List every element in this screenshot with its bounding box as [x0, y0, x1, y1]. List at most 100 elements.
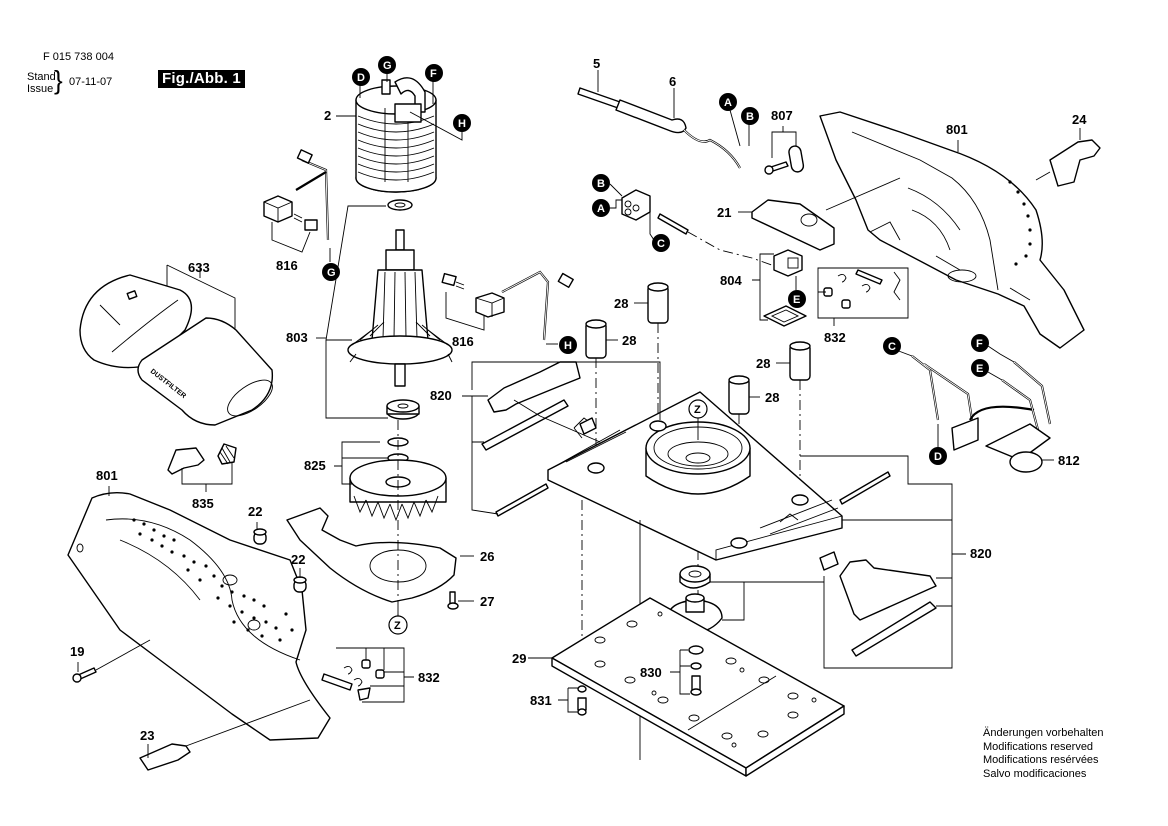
modifications-notice: Änderungen vorbehalten Modifications res…	[983, 727, 1103, 781]
stator-part-2[interactable]	[355, 77, 437, 193]
leader-elec-f	[987, 345, 1015, 363]
screw-set-part-832-left[interactable]	[321, 659, 385, 701]
terminal-block[interactable]	[621, 189, 689, 235]
marker-f-elec	[971, 334, 989, 352]
marker-b-cable-text: B	[746, 111, 754, 123]
marker-e-elec	[971, 359, 989, 377]
part-label-835: 835	[192, 496, 214, 511]
base-plate-assembly[interactable]	[547, 391, 843, 571]
guide-bracket-part-820-left[interactable]	[481, 361, 601, 451]
screw-set-part-830[interactable]	[688, 645, 704, 696]
axis-19	[95, 639, 151, 671]
part-label-27: 27	[480, 594, 494, 609]
switch-part-804[interactable]	[763, 249, 807, 327]
housing-left-part-801[interactable]	[67, 491, 331, 741]
marker-c-cap	[883, 337, 901, 355]
brace-symbol: }	[54, 65, 63, 95]
marker-c-terminal-text: C	[657, 238, 665, 250]
part-label-801-left: 801	[96, 468, 118, 483]
leader-cable-a	[729, 109, 741, 147]
part-label-28c: 28	[756, 356, 770, 371]
marker-a-cable-text: A	[724, 97, 732, 109]
part-label-832-left: 832	[418, 670, 440, 685]
switch-cover-part-21[interactable]	[751, 199, 835, 251]
grip-part-24[interactable]	[1049, 139, 1101, 187]
marker-d-cap-text: D	[934, 451, 942, 463]
bushing-part-28a[interactable]	[647, 282, 669, 324]
marker-h-stator	[453, 114, 471, 132]
spring-clip-part-835[interactable]	[167, 443, 237, 475]
leader-terminal-b	[609, 183, 623, 197]
marker-b-terminal	[592, 174, 610, 192]
leader-stator-h	[409, 111, 463, 141]
fan-cover-plate[interactable]	[286, 507, 457, 603]
marker-g-brush-text: G	[327, 267, 336, 279]
bracket-part-23[interactable]	[139, 743, 191, 771]
marker-d-stator-text: D	[357, 72, 365, 84]
brush-holder-right-816[interactable]	[441, 270, 574, 341]
leader-831	[558, 687, 578, 713]
notice-line-en: Modifications reserved	[983, 740, 1094, 753]
part-label-22a: 22	[248, 504, 262, 519]
housing-right-part-801[interactable]	[819, 111, 1085, 349]
marker-g-stator-text: G	[383, 60, 392, 72]
screw-set-part-831[interactable]	[577, 685, 587, 716]
part-label-820-left: 820	[430, 388, 452, 403]
electronics-part-812[interactable]	[911, 355, 1052, 473]
part-label-22b: 22	[291, 552, 305, 567]
leader-bearing	[710, 581, 824, 621]
screw-set-part-832-right[interactable]	[823, 269, 901, 309]
marker-b-terminal-text: B	[597, 178, 605, 190]
notice-line-de: Änderungen vorbehalten	[983, 727, 1104, 739]
cable-sleeve-part-6[interactable]	[615, 99, 741, 169]
armature-part-803[interactable]	[347, 199, 453, 420]
part-label-820-right: 820	[970, 546, 992, 561]
part-label-816-right: 816	[452, 334, 474, 349]
bushing-part-22b[interactable]	[293, 576, 307, 593]
axis-801-right	[825, 177, 901, 211]
bushing-part-28d[interactable]	[728, 375, 750, 415]
part-label-28d: 28	[765, 390, 779, 405]
leader-820-left	[462, 395, 499, 515]
dust-filter-part-633[interactable]: DUSTFILTER	[79, 274, 278, 426]
notice-line-es: Salvo modificaciones	[983, 767, 1087, 780]
screw-part-27[interactable]	[447, 591, 459, 610]
bushing-part-28c[interactable]	[789, 341, 811, 381]
wire-path-switch	[687, 231, 781, 269]
part-label-28b: 28	[622, 333, 636, 348]
part-label-801-right: 801	[946, 122, 968, 137]
marker-h-stator-text: H	[458, 118, 466, 130]
leader-820-left-top	[471, 361, 661, 420]
leader-825	[334, 441, 388, 485]
screw-part-19[interactable]	[72, 667, 97, 683]
leader-820-right	[800, 455, 966, 669]
leader-803	[325, 205, 388, 419]
marker-z-base-text: Z	[694, 404, 701, 416]
part-label-23: 23	[140, 728, 154, 743]
guide-pin-left[interactable]	[495, 483, 549, 517]
marker-c-cap-text: C	[888, 341, 896, 353]
part-label-26: 26	[480, 549, 494, 564]
bushing-part-28b[interactable]	[585, 319, 607, 359]
part-label-803: 803	[286, 330, 308, 345]
brush-holder-left-816[interactable]	[263, 149, 330, 241]
figure-badge: Fig./Abb. 1	[158, 70, 245, 88]
part-label-812: 812	[1058, 453, 1080, 468]
guide-bracket-part-820-right[interactable]	[839, 559, 937, 657]
leader-807	[771, 126, 797, 158]
guide-pin-right[interactable]	[839, 471, 891, 505]
power-cable-part-5[interactable]	[577, 87, 621, 109]
marker-b-cable	[741, 107, 759, 125]
part-label-21: 21	[717, 205, 731, 220]
notice-line-fr: Modifications resérvées	[983, 754, 1099, 766]
bushing-part-22a[interactable]	[253, 528, 267, 545]
part-label-804: 804	[720, 273, 742, 288]
leader-terminal-c	[649, 210, 655, 241]
stand-label: Stand	[27, 71, 56, 83]
leader-832-right	[817, 267, 909, 326]
part-label-825: 825	[304, 458, 326, 473]
cable-clamp-part-807[interactable]	[764, 145, 805, 175]
marker-a-terminal	[592, 199, 610, 217]
leader-816-left	[271, 222, 311, 253]
marker-a-cable	[719, 93, 737, 111]
